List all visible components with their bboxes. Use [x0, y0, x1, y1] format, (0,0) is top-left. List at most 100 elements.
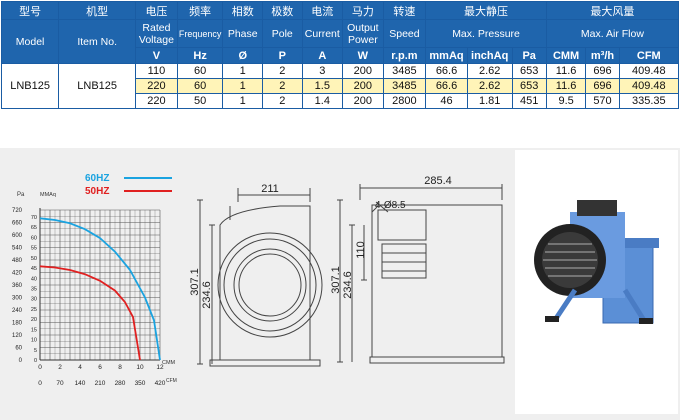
y-tick-label-mmaq: 60 — [31, 235, 37, 241]
x-tick-label-cmm: 12 — [156, 364, 164, 371]
header-row-units: V Hz Ø P A W r.p.m mmAq inchAq Pa CMM m³… — [1, 47, 680, 64]
header-current-zh: 电流 — [301, 1, 344, 20]
y-tick-label-mmaq: 30 — [31, 297, 37, 303]
chart-series — [39, 217, 161, 361]
header-airflow-zh: 最大风量 — [545, 1, 680, 20]
cell: 1.81 — [466, 93, 513, 109]
header-pressure: Max. Pressure — [425, 19, 547, 48]
cell: 2800 — [382, 93, 427, 109]
header-airflow: Max. Air Flow — [545, 19, 680, 48]
technical-drawings: 211 307.1 234.6 285.4 4-Ø8.5 110 234.6 3… — [190, 175, 505, 367]
y-tick-label-pa: 720 — [12, 208, 23, 214]
y-tick-label-mmaq: 45 — [31, 266, 37, 272]
y-tick-label-mmaq: 15 — [31, 327, 37, 333]
unit-a: A — [301, 47, 344, 64]
y-tick-label-mmaq: 25 — [31, 307, 37, 313]
unit-inchaq: inchAq — [466, 47, 513, 64]
unit-m3h: m³/h — [585, 47, 620, 64]
cell: 2 — [262, 93, 303, 109]
header-phase-zh: 相数 — [222, 1, 263, 20]
cell: 1.4 — [301, 93, 344, 109]
dim-side-h1-label: 110 — [355, 241, 367, 259]
x-tick-label-cmm: 2 — [58, 364, 62, 371]
product-photo-panel — [515, 150, 678, 414]
header-frequency-zh: 频率 — [176, 1, 224, 20]
unit-cfm: CFM — [618, 47, 680, 64]
x-tick-label-cmm: 4 — [78, 364, 82, 371]
header-frequency: Frequency — [176, 19, 224, 48]
header-phase: Phase — [222, 19, 263, 48]
front-view-drawing — [197, 188, 323, 367]
header-voltage-zh: 电压 — [135, 1, 178, 20]
header-power: Output Power — [342, 19, 384, 48]
dim-side-width-label: 285.4 — [424, 175, 452, 187]
x2-axis-label-cfm: CFM — [166, 378, 177, 384]
unit-cmm: CMM — [545, 47, 587, 64]
dim-height-inner-label: 234.6 — [201, 281, 213, 309]
y-tick-label-mmaq: 20 — [31, 317, 37, 323]
y-tick-label-mmaq: 40 — [31, 276, 37, 282]
x-tick-label-cfm: 420 — [155, 380, 166, 387]
x-tick-label-cfm: 210 — [95, 380, 106, 387]
table-row: 220 50 1 2 1.4 200 2800 46 1.81 451 9.5 … — [2, 93, 680, 109]
unit-hz: Hz — [176, 47, 224, 64]
y-tick-label-pa: 420 — [12, 271, 23, 277]
series-line-50hz — [39, 265, 141, 361]
series-line-60hz — [39, 217, 161, 361]
y-tick-label-pa: 360 — [12, 283, 23, 289]
unit-v: V — [135, 47, 178, 64]
cell: 220 — [135, 78, 178, 94]
y-tick-label-pa: 480 — [12, 258, 23, 264]
x-tick-label-cmm: 10 — [136, 364, 144, 371]
blower-fan-photo — [534, 200, 659, 324]
unit-rpm: r.p.m — [382, 47, 427, 64]
header-voltage: Rated Voltage — [135, 19, 178, 48]
header-row-en: Model Item No. Rated Voltage Frequency P… — [0, 19, 680, 64]
y-tick-label-pa: 300 — [12, 296, 23, 302]
y-tick-label-pa: 0 — [19, 358, 23, 364]
header-speed-zh: 转速 — [382, 1, 427, 20]
y-tick-label-mmaq: 70 — [31, 215, 37, 221]
header-pole: Pole — [262, 19, 303, 48]
x-tick-label-cfm: 350 — [135, 380, 146, 387]
y-tick-label-mmaq: 50 — [31, 256, 37, 262]
unit-pa: Pa — [511, 47, 547, 64]
x-axis-label-cmm: CMM — [162, 360, 176, 366]
cell: 3485 — [382, 63, 427, 79]
cell: 1 — [222, 63, 263, 79]
cell: 200 — [342, 78, 384, 94]
side-view-drawing — [337, 184, 505, 364]
table-row-highlighted: 220 60 1 2 1.5 200 3485 66.6 2.62 653 11… — [2, 78, 680, 94]
unit-w: W — [342, 47, 384, 64]
cell: 451 — [511, 93, 547, 109]
x-tick-label-cfm: 140 — [75, 380, 86, 387]
y-tick-label-pa: 540 — [12, 246, 23, 252]
unit-phase: Ø — [222, 47, 263, 64]
cell: 110 — [135, 63, 178, 79]
cell: 200 — [342, 93, 384, 109]
cell: 2 — [262, 63, 303, 79]
header-power-zh: 马力 — [342, 1, 384, 20]
cell: 60 — [176, 78, 224, 94]
cell: 46 — [425, 93, 468, 109]
header-speed: Speed — [382, 19, 427, 48]
cell: 1 — [222, 93, 263, 109]
legend-label-60hz: 60HZ — [85, 173, 109, 184]
x-tick-label-cfm: 70 — [56, 380, 64, 387]
performance-chart: Pa MMAq 06012018024030036042048054060066… — [12, 173, 177, 387]
y-tick-label-pa: 180 — [12, 321, 23, 327]
header-pole-zh: 极数 — [262, 1, 303, 20]
unit-pole: P — [262, 47, 303, 64]
x-tick-label-cmm: 0 — [38, 364, 42, 371]
x-tick-label-cfm: 280 — [115, 380, 126, 387]
x-tick-label-cmm: 8 — [118, 364, 122, 371]
header-model: Model — [0, 19, 60, 64]
y-tick-label-pa: 240 — [12, 308, 23, 314]
y-tick-label-mmaq: 55 — [31, 246, 37, 252]
cell: 653 — [511, 78, 547, 94]
spec-table: 型号 机型 电压 频率 相数 极数 电流 马力 转速 最大静压 最大风量 Mod… — [0, 1, 680, 109]
cell: 1.5 — [301, 78, 344, 94]
